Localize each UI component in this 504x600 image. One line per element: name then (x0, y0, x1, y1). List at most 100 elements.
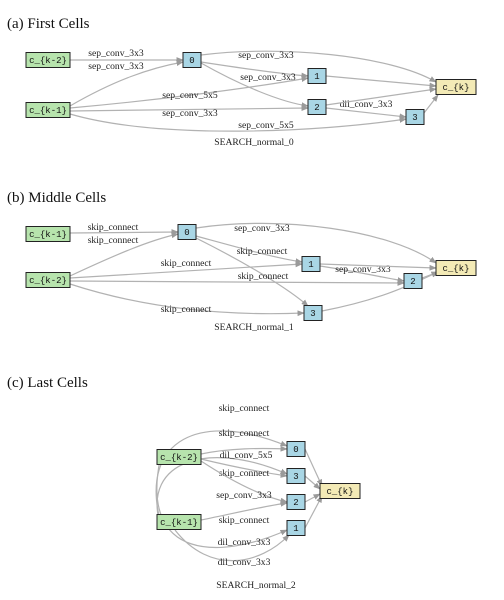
node-input-km1: c_{k-1} (156, 514, 202, 530)
node-output-out: c_{k} (435, 260, 477, 276)
node-intermediate-n3: 3 (286, 468, 306, 484)
node-intermediate-n0: 0 (286, 441, 306, 457)
edge-n1-to-out (304, 495, 323, 529)
node-intermediate-n2: 2 (286, 494, 306, 510)
node-intermediate-n1: 1 (286, 520, 306, 536)
edge-label: skip_connect (219, 403, 270, 414)
edge-n0-to-n1 (200, 61, 309, 79)
node-label: c_{k-2} (29, 56, 67, 66)
node-box (286, 468, 306, 484)
edge-label: skip_connect (161, 304, 212, 315)
panel-heading: (b) Middle Cells (7, 190, 106, 206)
node-label: 0 (189, 56, 194, 66)
node-label: 3 (310, 309, 315, 319)
node-intermediate-n0: 0 (177, 224, 197, 240)
edge-n3-to-out (423, 94, 439, 114)
edge-km2-to-n0 (69, 232, 179, 277)
node-output-out: c_{k} (435, 79, 477, 95)
edge-n3-to-out (321, 271, 439, 312)
edge-label: sep_conv_3x3 (335, 264, 391, 275)
node-label: 2 (293, 498, 298, 508)
edge-km2-to-n1 (69, 261, 303, 279)
edge-km1-to-n1 (69, 76, 309, 109)
node-box (286, 494, 306, 510)
node-label: c_{k} (442, 264, 469, 274)
node-intermediate-n2: 2 (403, 273, 423, 289)
node-box (156, 449, 202, 465)
node-box (435, 79, 477, 95)
node-label: 2 (314, 103, 319, 113)
node-input-km2: c_{k-2} (25, 52, 71, 68)
node-label: c_{k-2} (160, 453, 198, 463)
edge-km2-to-n3 (69, 283, 305, 317)
node-box (303, 305, 323, 321)
node-intermediate-n3: 3 (303, 305, 323, 321)
node-box (307, 68, 327, 84)
node-label: 1 (308, 260, 313, 270)
edge-label: sep_conv_3x3 (238, 50, 294, 61)
panel-middle: (b) Middle Cells skip_connect skip_connect… (7, 190, 477, 333)
edge-label: dil_conv_5x5 (220, 450, 273, 461)
node-intermediate-n1: 1 (301, 256, 321, 272)
node-label: c_{k} (326, 487, 353, 497)
node-box (307, 99, 327, 115)
node-box (156, 514, 202, 530)
edge-km1-to-n2 (69, 105, 309, 112)
node-box (435, 260, 477, 276)
node-label: c_{k-1} (29, 230, 67, 240)
node-box (405, 109, 425, 125)
node-intermediate-n3: 3 (405, 109, 425, 125)
edge-label: skip_connect (88, 222, 139, 233)
cell-caption: SEARCH_normal_1 (214, 322, 294, 333)
edge-n1-to-n2 (319, 265, 405, 283)
node-output-out: c_{k} (319, 483, 361, 499)
node-box (319, 483, 361, 499)
panel-heading: (a) First Cells (7, 16, 90, 32)
cell-caption: SEARCH_normal_0 (214, 137, 294, 148)
node-label: 0 (293, 445, 298, 455)
edge-km2-to-n2 (200, 460, 288, 504)
edge-n0-to-n2 (200, 62, 309, 108)
node-input-km1: c_{k-1} (25, 226, 71, 242)
node-label: 0 (184, 228, 189, 238)
edge-km1-to-n0 (69, 229, 179, 235)
panel-first: (a) First Cellssep_conv_3x3sep_conv_3x3s… (7, 16, 477, 148)
node-box (25, 226, 71, 242)
edge-km1-to-n2 (200, 501, 288, 521)
node-label: 1 (314, 72, 319, 82)
edge-label: skip_connect (237, 246, 288, 257)
node-box (286, 520, 306, 536)
node-box (301, 256, 321, 272)
edge-label: dil_conv_3x3 (340, 99, 393, 110)
edge-km1-to-n0 (155, 430, 288, 521)
edge-label: sep_conv_5x5 (162, 90, 218, 101)
edge-label: skip_connect (219, 468, 270, 479)
edge-n3-to-out (304, 475, 321, 490)
node-label: c_{k-1} (29, 106, 67, 116)
edge-label: sep_conv_3x3 (162, 108, 218, 119)
node-box (286, 441, 306, 457)
node-input-km1: c_{k-1} (25, 102, 71, 118)
panel-last: (c) Last Cellsskip_connectskip_connectdi… (7, 375, 361, 591)
node-intermediate-n0: 0 (182, 52, 202, 68)
edge-km2-to-n2 (69, 280, 405, 286)
panel-heading: (c) Last Cells (7, 375, 88, 391)
node-label: c_{k-1} (160, 518, 198, 528)
node-input-km2: c_{k-2} (25, 272, 71, 288)
edge-km2-to-n1 (156, 459, 288, 549)
cell-caption: SEARCH_normal_2 (216, 580, 296, 591)
edge-label: skip_connect (238, 271, 289, 282)
node-box (25, 52, 71, 68)
edge-km1-to-n3 (69, 113, 407, 132)
edge-n1-to-out (319, 263, 437, 271)
edge-label: sep_conv_5x5 (238, 120, 294, 131)
edge-n0-to-n1 (195, 235, 303, 264)
node-label: 3 (293, 472, 298, 482)
edge-n1-to-out (325, 75, 437, 89)
node-label: 3 (412, 113, 417, 123)
edge-label: sep_conv_3x3 (88, 61, 144, 72)
edge-n2-to-out (304, 493, 321, 503)
edge-label: sep_conv_3x3 (234, 223, 290, 234)
edge-km1-to-n1 (174, 529, 290, 562)
